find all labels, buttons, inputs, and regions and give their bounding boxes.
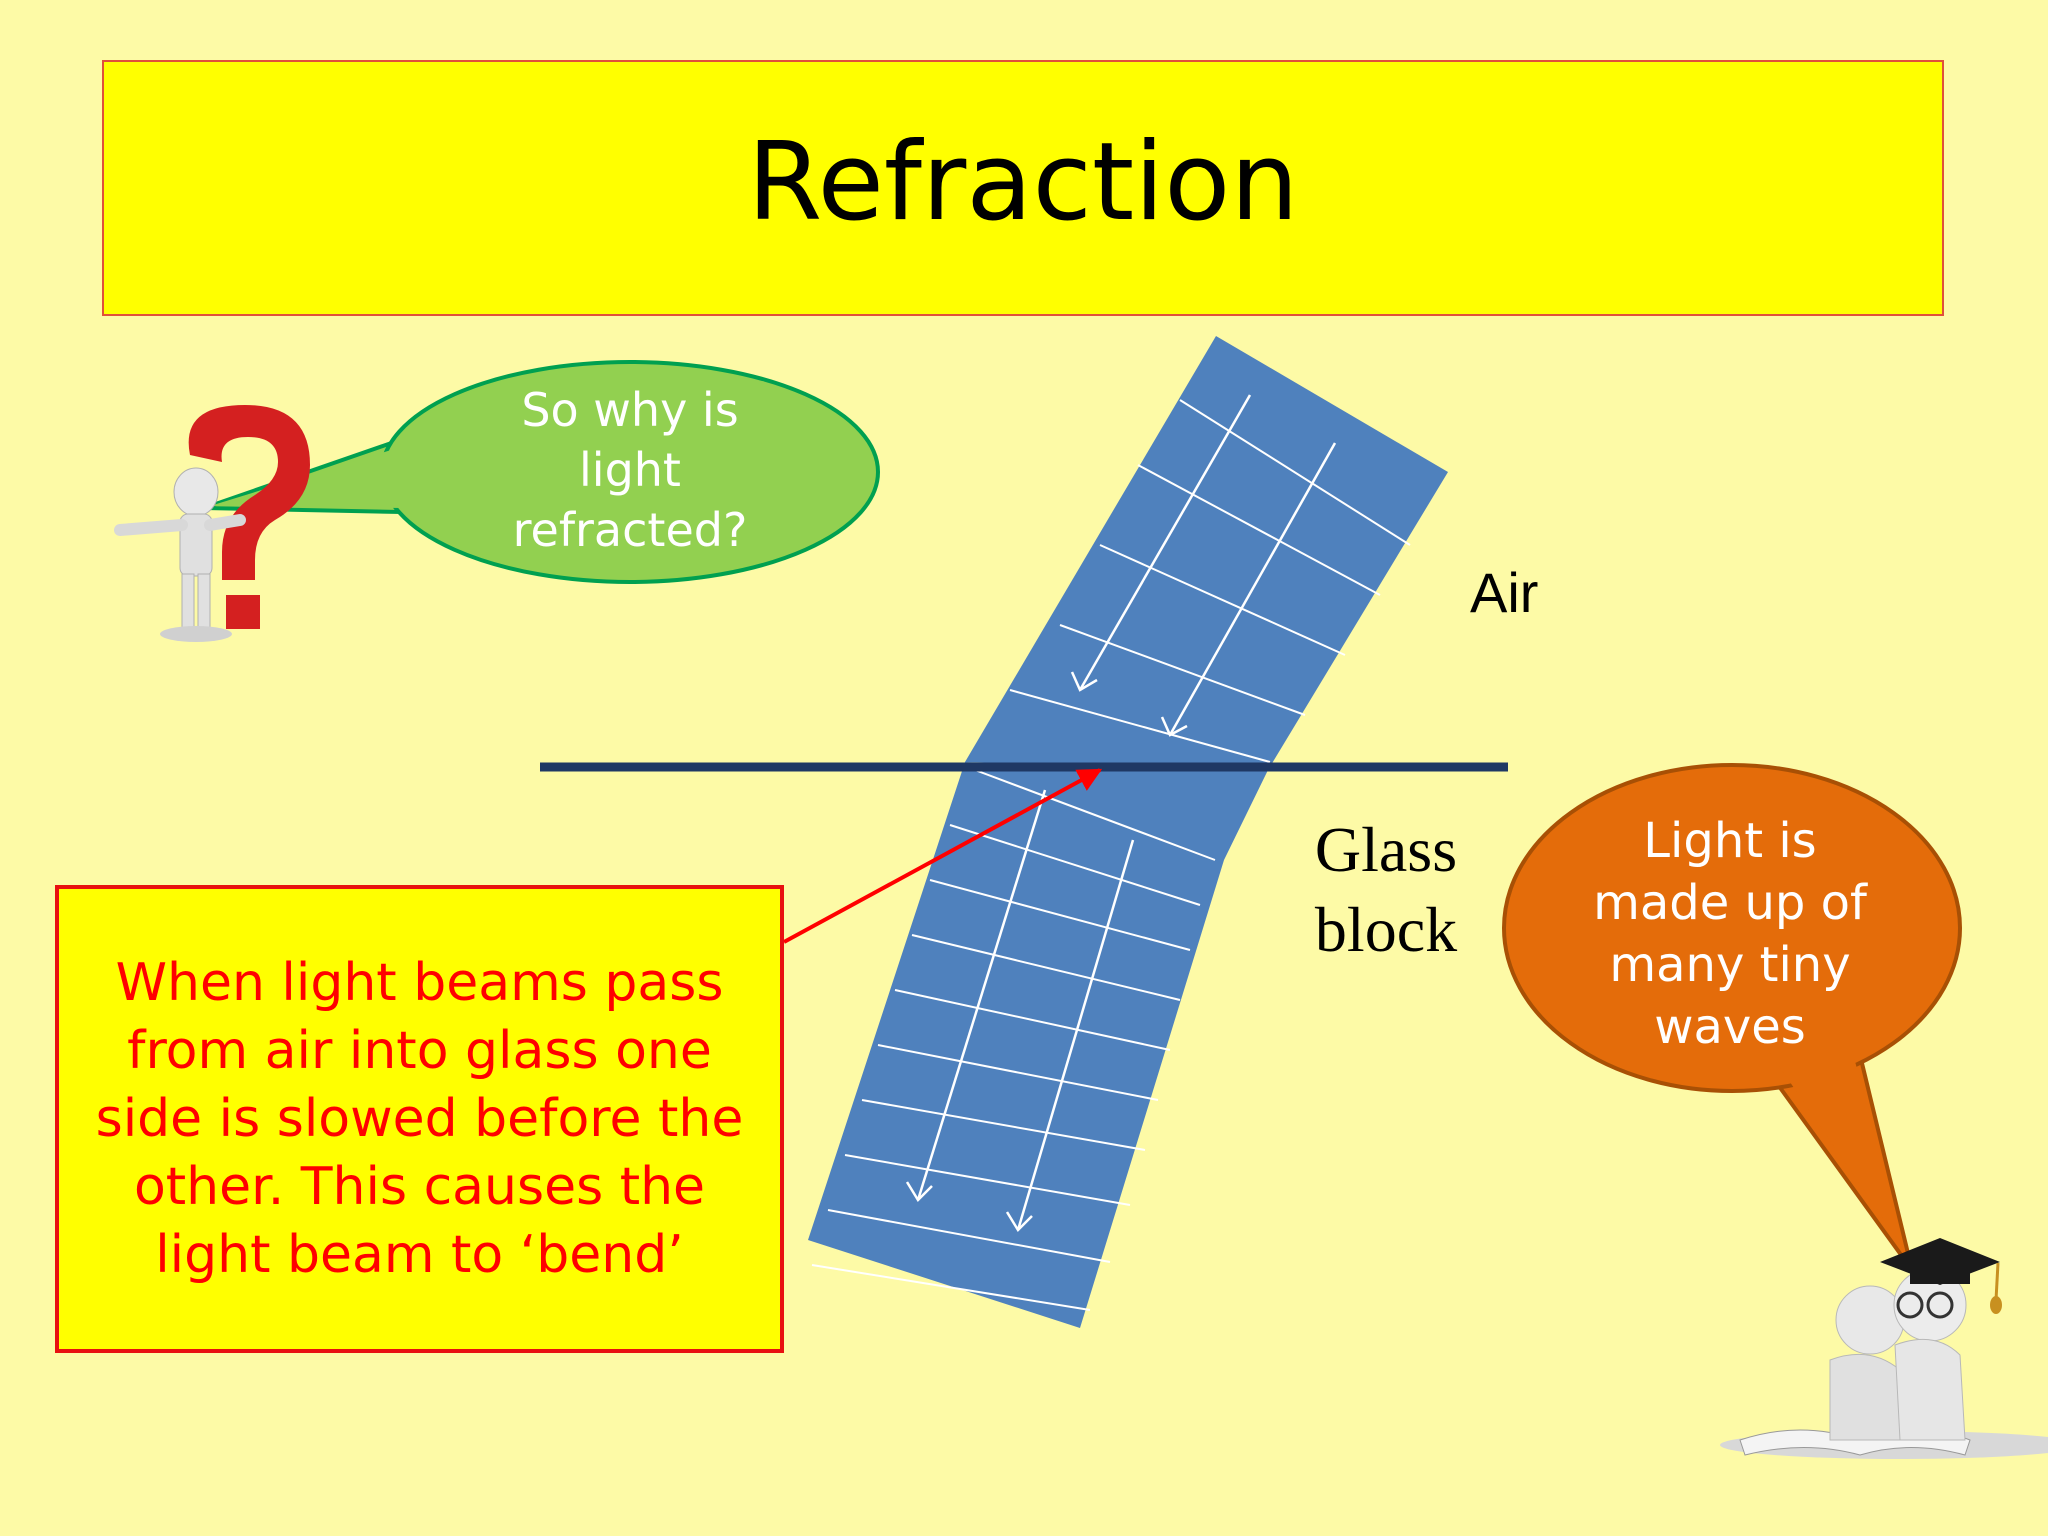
question-line1: So why is xyxy=(521,383,739,437)
wavefronts-air xyxy=(1009,399,1411,763)
explanation-text: When light beams pass from air into glas… xyxy=(75,949,765,1289)
wave-line2: made up of xyxy=(1593,875,1867,931)
wave-line3: many tiny xyxy=(1609,937,1851,993)
explanation-line4: other. This causes the xyxy=(133,1157,706,1217)
question-bubble xyxy=(203,360,880,584)
title-banner: Refraction xyxy=(102,60,1944,316)
glass-label-line2: block xyxy=(1314,894,1458,965)
glass-block-label: Glass block xyxy=(1306,810,1466,970)
explanation-line2: from air into glass one xyxy=(127,1021,712,1081)
wave-line4: waves xyxy=(1654,999,1806,1055)
wave-bubble-text: Light is made up of many tiny waves xyxy=(1540,810,1920,1058)
question-line3: refracted? xyxy=(512,503,748,557)
explanation-line1: When light beams pass xyxy=(115,953,724,1013)
rays-glass xyxy=(905,789,1135,1233)
slide-title: Refraction xyxy=(747,119,1299,245)
question-line2: light xyxy=(579,443,681,497)
explanation-line3: side is slowed before the xyxy=(95,1089,744,1149)
wave-line1: Light is xyxy=(1643,813,1817,869)
wave-bubble xyxy=(1502,763,1962,1272)
beam-in-glass xyxy=(808,762,1268,1328)
question-mark-person-icon xyxy=(114,405,310,642)
explanation-box: When light beams pass from air into glas… xyxy=(55,885,784,1353)
explanation-line5: light beam to ‘bend’ xyxy=(155,1225,684,1285)
air-label: Air xyxy=(1470,561,1539,624)
rays-air xyxy=(1070,394,1337,737)
question-bubble-text: So why is light refracted? xyxy=(440,380,820,560)
pointer-arrow xyxy=(783,768,1103,944)
wavefronts-glass xyxy=(811,769,1216,1311)
glass-label-line1: Glass xyxy=(1314,814,1458,885)
graduates-reading-icon xyxy=(1720,1238,2048,1459)
beam-in-air xyxy=(965,336,1448,770)
